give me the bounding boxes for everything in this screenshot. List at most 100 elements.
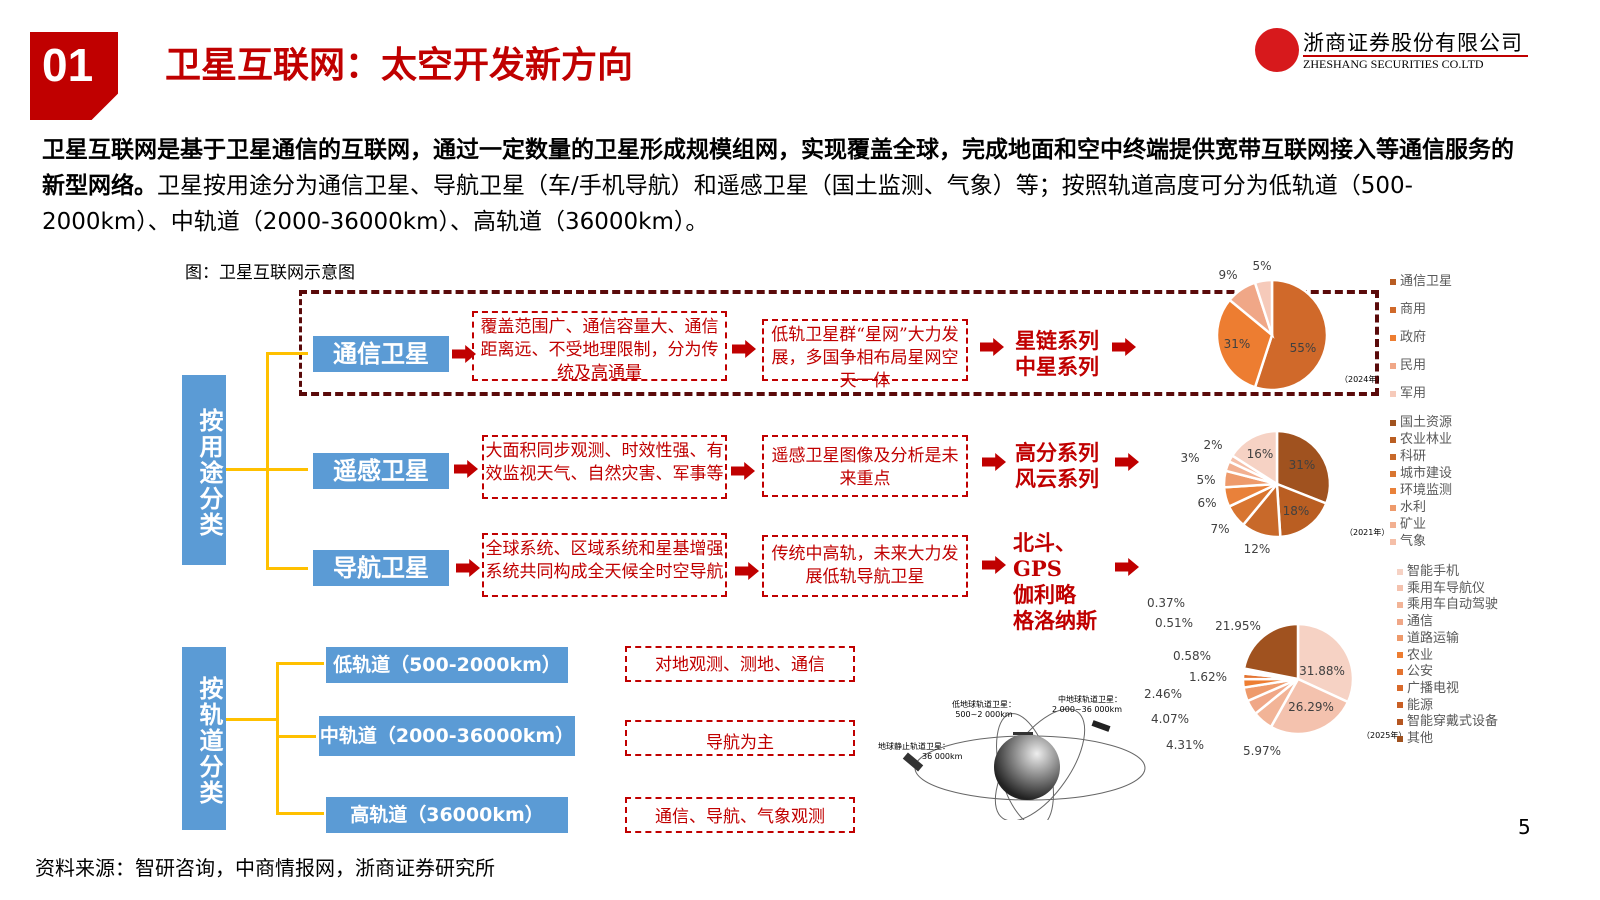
legend-item: 通信	[1397, 614, 1498, 631]
series-item: 风云系列	[1015, 466, 1099, 491]
arrow-icon	[1115, 558, 1139, 576]
legend-item: 乘用车导航仪	[1397, 581, 1498, 598]
legend-label: 气象	[1400, 534, 1427, 549]
orbit-medium-use: 导航为主	[625, 720, 855, 756]
pie-label: 21.95%	[1215, 619, 1261, 633]
pie-label: 16%	[1247, 447, 1274, 461]
desc-remote-sensing: 大面积同步观测、时效性强、有效监视天气、自然灾害、军事等	[482, 435, 727, 499]
legend-swatch	[1390, 278, 1396, 285]
legend-label: 智能穿戴式设备	[1407, 714, 1499, 730]
pie-label: 26.29%	[1288, 700, 1334, 714]
legend-item: 广播电视	[1397, 681, 1498, 698]
pie-label: 2.46%	[1144, 687, 1182, 701]
series-communication: 星链系列中星系列	[1015, 328, 1099, 380]
series-item: 高分系列	[1015, 440, 1099, 465]
legend-label: 民用	[1400, 358, 1427, 373]
legend-label: 能源	[1407, 697, 1434, 713]
intro-bold: 卫星互联网是基于卫星通信的互联网，通过一定数量的卫星形成规模组网，实现覆盖全球，…	[42, 137, 1514, 199]
legend-2021: 国土资源农业林业科研城市建设环境监测水利矿业气象	[1390, 414, 1452, 550]
legend-swatch	[1397, 685, 1403, 692]
orbit-diagram	[902, 708, 1146, 820]
leo-range: 500~2 000km	[955, 710, 1013, 719]
pie-slice	[1275, 429, 1332, 506]
arrow-icon	[982, 453, 1006, 471]
legend-item: 其他	[1397, 731, 1498, 748]
legend-item: 军用	[1390, 380, 1452, 408]
connector	[266, 352, 308, 355]
legend-label: 其他	[1407, 731, 1434, 747]
legend-swatch	[1390, 390, 1396, 397]
intro-rest: 卫星按用途分为通信卫星、导航卫星（车/手机导航）和遥感卫星（国土监测、气象）等；…	[42, 173, 1413, 235]
desc-navigation: 全球系统、区域系统和星基增强系统共同构成全天候全时空导航	[482, 533, 727, 597]
legend-item: 道路运输	[1397, 631, 1498, 648]
pie-label: 5.97%	[1243, 744, 1281, 758]
legend-swatch	[1390, 334, 1396, 341]
legend-swatch	[1390, 470, 1396, 477]
section-number: 01	[30, 32, 118, 120]
connector	[276, 812, 324, 815]
company-name-en: ZHESHANG SECURITIES CO.LTD	[1303, 57, 1484, 71]
trend-remote-sensing: 遥感卫星图像及分析是未来重点	[762, 435, 968, 497]
pie-year: （2021年）	[1345, 527, 1389, 537]
satellite-icon	[1091, 720, 1111, 732]
orbit-high-use: 通信、导航、气象观测	[625, 797, 855, 833]
meo-label: 中地球轨道卫星：2 000~36 000km	[1052, 695, 1122, 715]
legend-label: 农业林业	[1400, 432, 1453, 447]
legend-item: 矿业	[1390, 516, 1452, 533]
pie-label: 12%	[1244, 542, 1271, 556]
highlight-frame	[299, 290, 1379, 396]
satellite-icon	[1013, 732, 1033, 735]
connector	[226, 468, 266, 471]
satellite-icon	[902, 752, 924, 772]
trend-communication: 低轨卫星群“星网”大力发展，多国争相布局星网空天一体	[762, 319, 968, 391]
legend-item: 政府	[1390, 324, 1452, 352]
orbit-low: 低轨道（500-2000km）	[326, 647, 568, 683]
figure-caption: 图：卫星互联网示意图	[185, 263, 355, 283]
legend-swatch	[1390, 487, 1396, 494]
legend-label: 智能手机	[1407, 564, 1460, 579]
legend-label: 广播电视	[1407, 680, 1460, 696]
pie-slice	[1253, 278, 1274, 336]
connector	[266, 468, 308, 471]
legend-swatch	[1390, 306, 1396, 313]
connector	[276, 735, 316, 738]
pie-label: 31%	[1224, 337, 1251, 351]
legend-swatch	[1390, 453, 1396, 460]
geo-range: 36 000km	[922, 752, 963, 761]
connector	[226, 718, 276, 721]
legend-label: 乘用车自动驾驶	[1407, 597, 1499, 613]
legend-swatch	[1397, 652, 1403, 659]
pie-slice	[1230, 429, 1279, 487]
legend-swatch	[1390, 362, 1396, 369]
pie-label: 7%	[1210, 522, 1229, 536]
pie-year: （2024年）	[1340, 374, 1384, 384]
legend-swatch	[1390, 521, 1396, 528]
type-communication: 通信卫星	[313, 336, 449, 372]
connector	[276, 662, 279, 814]
by-orbit-label: 按轨道分类	[182, 647, 226, 830]
legend-item: 城市建设	[1390, 465, 1452, 482]
legend-swatch	[1390, 436, 1396, 443]
pie-slice	[1269, 677, 1350, 736]
leo-title: 低地球轨道卫星：	[952, 700, 1016, 709]
pie-label: 31.88%	[1299, 664, 1345, 678]
legend-swatch	[1390, 538, 1396, 545]
legend-label: 商用	[1400, 302, 1427, 317]
legend-label: 环境监测	[1400, 483, 1453, 498]
legend-item: 环境监测	[1390, 482, 1452, 499]
legend-item: 智能穿戴式设备	[1397, 714, 1498, 731]
series-item: 伽利略	[1013, 582, 1076, 607]
legend-item: 农业林业	[1390, 431, 1452, 448]
connector	[266, 352, 269, 570]
connector	[266, 567, 308, 570]
pie-label: 1.62%	[1189, 670, 1227, 684]
pie-label: 2%	[1203, 438, 1222, 452]
legend-label: 水利	[1400, 500, 1427, 515]
legend-swatch	[1397, 568, 1403, 575]
meo-range: 2 000~36 000km	[1052, 705, 1123, 714]
legend-item: 水利	[1390, 499, 1452, 516]
legend-label: 农业	[1407, 647, 1434, 663]
series-item: GPS	[1013, 556, 1062, 581]
arrow-icon	[1112, 338, 1136, 356]
pie-slice	[1275, 482, 1328, 539]
